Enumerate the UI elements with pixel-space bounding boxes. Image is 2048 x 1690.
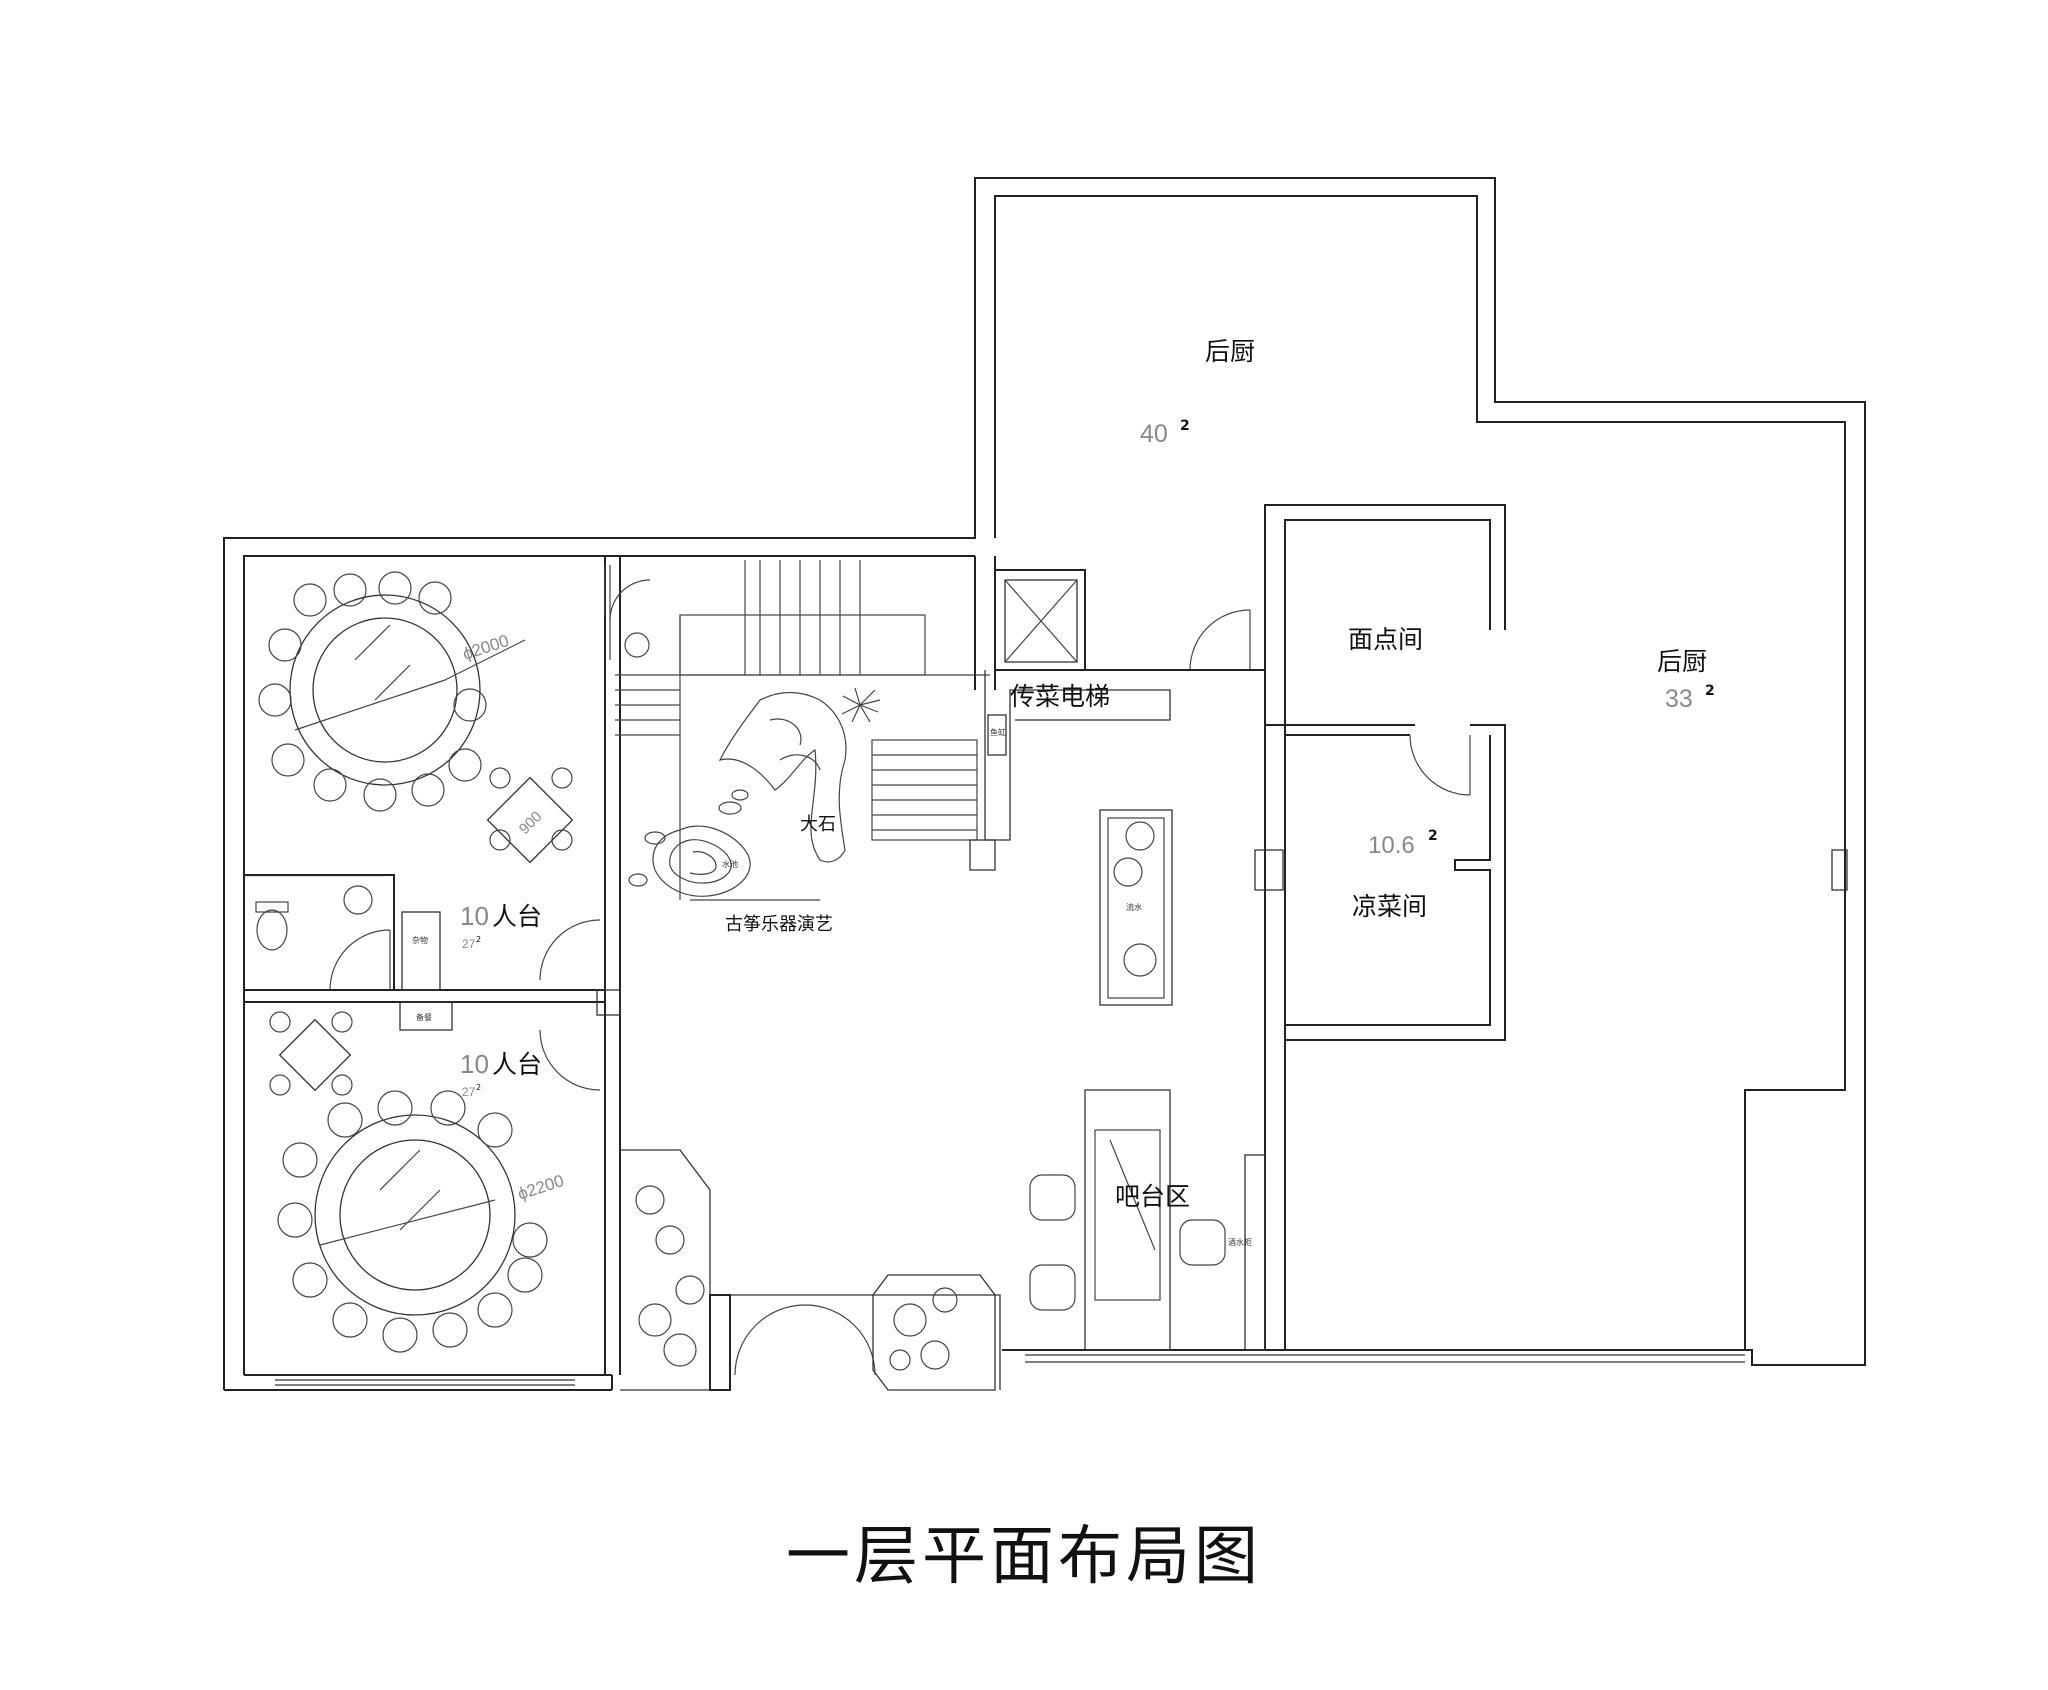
storage-lower-label: 备餐 [416, 1012, 432, 1022]
square-table-lower [269, 1011, 353, 1096]
left-rooms [243, 556, 621, 1375]
dining-upper-count: 10 [460, 901, 489, 931]
bar-counter: 酒水柜 [1029, 1089, 1266, 1351]
square-table-upper: 900 [486, 767, 574, 864]
table-lower-dimension: ϕ2200 [515, 1171, 566, 1204]
dining-upper-area: 27 [462, 937, 476, 951]
dining-upper-sup: 2 [476, 935, 481, 944]
table-upper-dimension: ϕ2000 [460, 631, 511, 664]
round-table-lower: ϕ2200 [277, 1090, 566, 1353]
outer-walls [223, 177, 1866, 1391]
rock-garden: 水池 [628, 687, 881, 901]
back-kitchen-right-area: 33 [1665, 685, 1693, 713]
plan-title: 一层平面布局图 [786, 1520, 1262, 1594]
pond-label: 水池 [722, 859, 738, 869]
water-planter: 流水 [1099, 809, 1173, 1006]
big-stone-label: 大石 [800, 814, 836, 835]
storage-upper-label: 杂物 [412, 935, 428, 945]
bottom-glazing [1025, 1354, 1745, 1363]
dining-lower-area: 27 [462, 1085, 476, 1099]
square-table-dimension: 900 [516, 808, 546, 838]
dining-lower-label: 人台 [492, 1050, 542, 1079]
dining-lower-count: 10 [460, 1049, 489, 1079]
room-labels: 后厨 40 2 后厨 33 2 面点间 10.6 2 凉菜间 10 人台 27 … [412, 337, 1715, 1211]
dining-lower-sup: 2 [476, 1083, 481, 1092]
cold-dish-room-label: 凉菜间 [1352, 892, 1427, 921]
bar-area-label: 吧台区 [1115, 1182, 1190, 1211]
cabinet-label: 鱼缸 [990, 727, 1006, 737]
stair-area [604, 556, 996, 900]
back-kitchen-top-sup: 2 [1180, 418, 1190, 434]
cold-dish-room-sup: 2 [1428, 828, 1438, 844]
dining-upper-label: 人台 [492, 902, 542, 931]
pastry-room-label: 面点间 [1348, 625, 1423, 654]
water-label: 流水 [1126, 902, 1142, 912]
guzheng-label: 古筝乐器演艺 [725, 914, 833, 935]
kitchen-partitions [1254, 504, 1848, 1350]
back-kitchen-right-label: 后厨 [1657, 647, 1707, 676]
back-kitchen-right-sup: 2 [1705, 683, 1715, 699]
dumbwaiter-block: 鱼缸 [984, 569, 1265, 841]
back-kitchen-top-area: 40 [1140, 420, 1168, 448]
cold-dish-room-area: 10.6 [1368, 832, 1415, 859]
side-cabinet-label: 酒水柜 [1228, 1237, 1252, 1247]
back-kitchen-top-label: 后厨 [1205, 337, 1255, 366]
entrance-planters [620, 1149, 1001, 1391]
dumbwaiter-label: 传菜电梯 [1010, 682, 1110, 711]
round-table-upper: ϕ2000 [258, 571, 526, 812]
